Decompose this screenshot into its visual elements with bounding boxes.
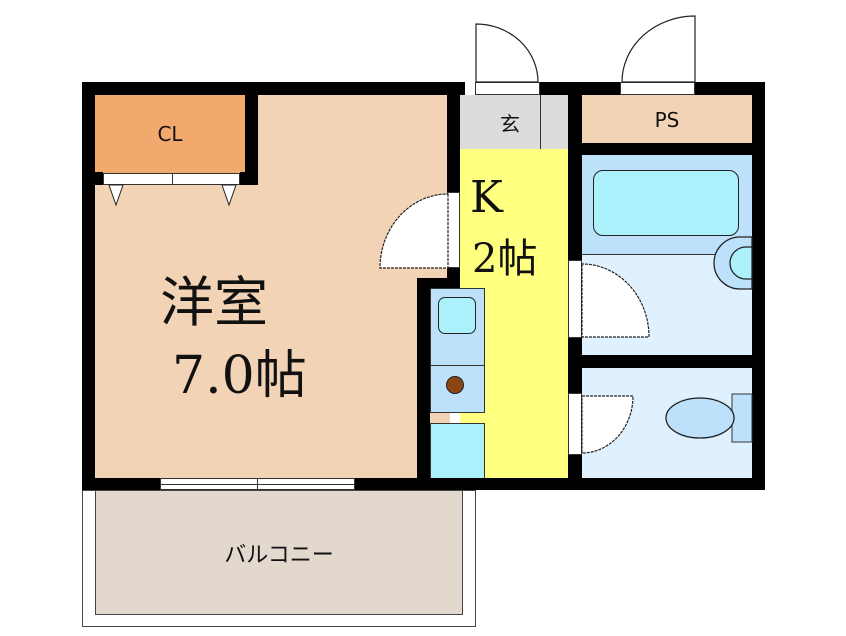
toilet-door-swing[interactable]: [581, 395, 639, 455]
wall-kitchen-left: [417, 278, 430, 490]
pipe-space: [582, 95, 752, 143]
washbasin-icon: [713, 236, 753, 290]
wall-top-mid: [540, 82, 620, 95]
entrance-label: 玄: [500, 111, 520, 136]
closet-door-left[interactable]: [103, 173, 173, 185]
toilet-door-opening: [568, 393, 582, 455]
closet-door-right[interactable]: [172, 173, 240, 185]
wall-kitchen-right-mid: [568, 338, 582, 393]
wall-kitchen-right-lower: [568, 455, 582, 485]
sink-basin: [438, 297, 476, 334]
wall-top-right: [695, 82, 765, 95]
pipe-space-label: PS: [654, 108, 680, 132]
wall-room-kitchen-upper: [447, 95, 460, 192]
wall-closet-bottom-right: [240, 172, 258, 185]
ps-door-swing[interactable]: [620, 14, 698, 84]
kitchen-size: 2帖: [472, 236, 538, 282]
western-room-size: 7.0帖: [172, 345, 307, 406]
closet-label: CL: [157, 122, 183, 146]
bathtub: [593, 170, 739, 236]
kitchen-name: K: [470, 171, 503, 223]
closet-door-marker-icon: [108, 184, 237, 207]
entrance-divider: [540, 95, 541, 149]
entrance-door-swing[interactable]: [474, 22, 544, 84]
bath-door-opening: [568, 260, 582, 338]
wall-closet-bottom-left: [95, 172, 103, 185]
wall-bottom-right: [355, 478, 765, 490]
western-room-name: 洋室: [160, 270, 268, 334]
stove-burner-icon: [446, 376, 464, 394]
room-door-swing[interactable]: [378, 192, 450, 270]
wall-ps-bottom: [582, 143, 752, 155]
wall-right: [752, 82, 765, 490]
balcony: [95, 490, 463, 615]
entrance: [460, 95, 568, 149]
wall-top: [82, 82, 465, 95]
wall-bottom-left: [82, 478, 162, 490]
wall-left: [82, 82, 95, 490]
closet: [95, 95, 250, 173]
balcony-label: バルコニー: [224, 542, 334, 568]
stove-divider: [430, 365, 485, 366]
toilet-icon: [665, 393, 753, 443]
balcony-window-lock: [257, 478, 258, 490]
wall-kitchen-right-upper: [568, 95, 582, 260]
wall-closet-right: [245, 95, 258, 185]
bath-door-swing[interactable]: [581, 263, 653, 339]
fridge: [430, 423, 485, 478]
wall-bath-toilet: [582, 355, 752, 368]
